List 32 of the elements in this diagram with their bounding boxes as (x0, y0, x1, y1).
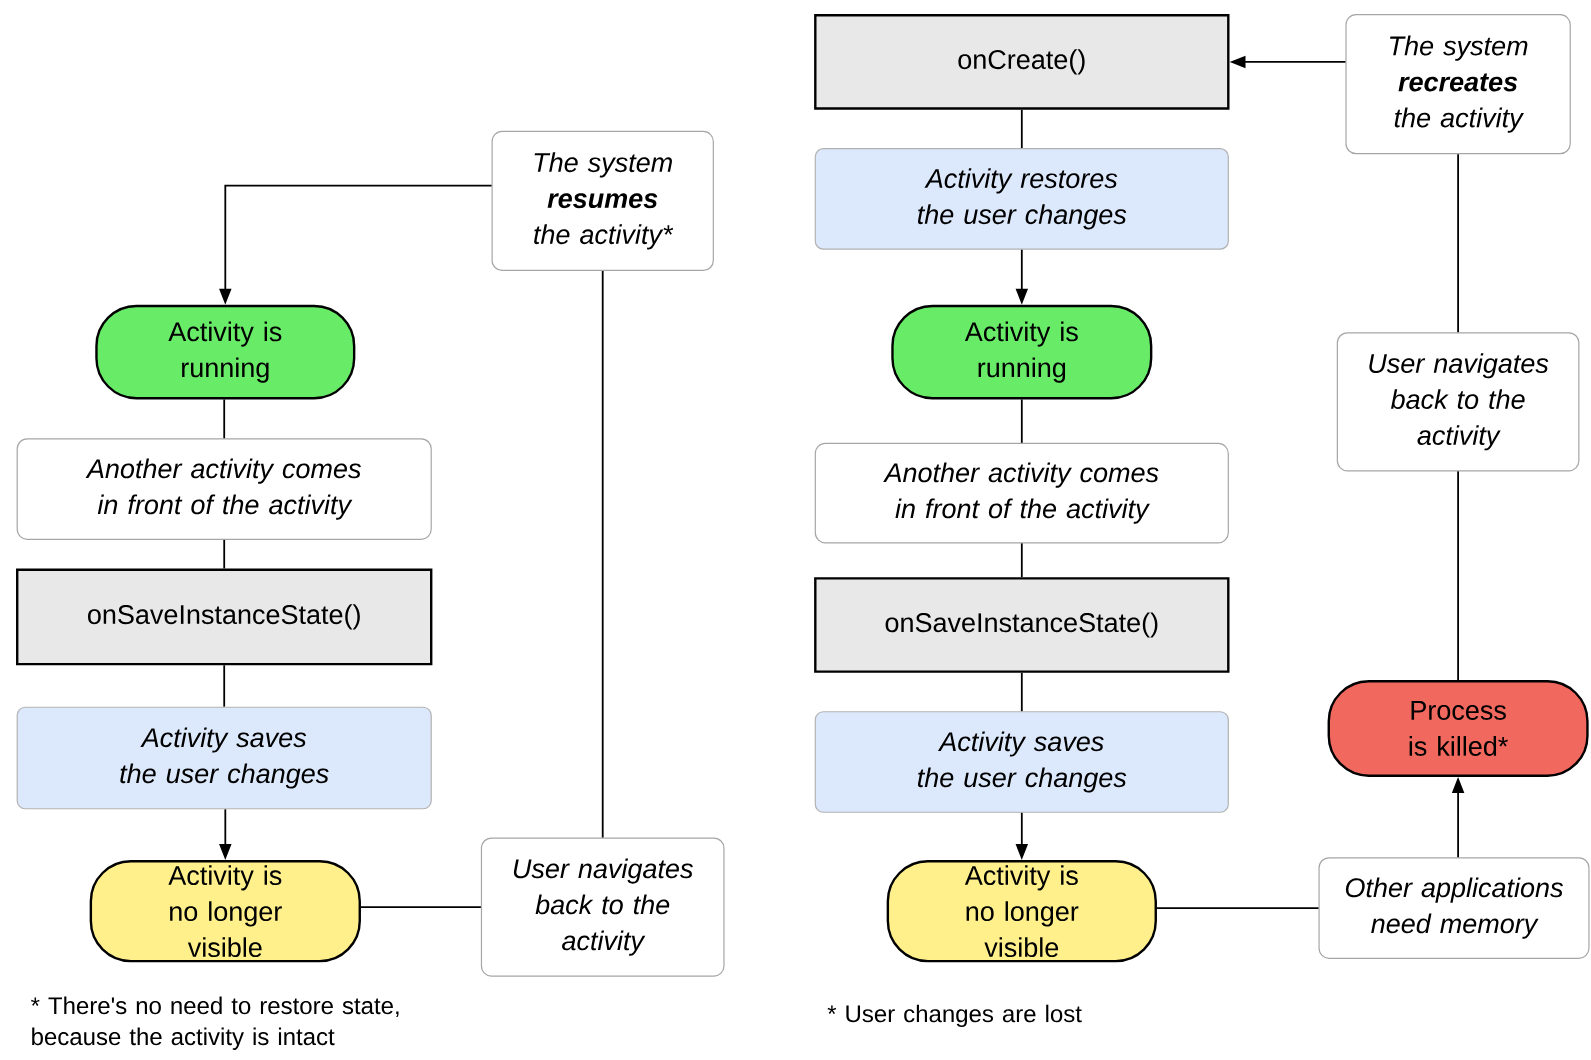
method-box: onCreate() (814, 14, 1230, 110)
connector-line (223, 539, 226, 570)
action-box: Activity restores the user changes (814, 148, 1229, 250)
state-pill: Activity is no longer visible (886, 860, 1157, 963)
state-pill: Activity is no longer visible (89, 860, 361, 963)
footnote: * There's no need to restore state, because the activity is intact (31, 996, 399, 1050)
connector-line (1457, 470, 1459, 681)
note-box: User navigates back to the activity (480, 837, 725, 977)
note-box: Another activity comes in front of the activity (814, 442, 1229, 544)
action-box: Activity saves the user changes (16, 706, 432, 810)
note-box: The system resumes the activity* (491, 130, 714, 271)
state-pill: Activity is running (95, 304, 356, 400)
connector-line (223, 398, 226, 440)
connector-line (1020, 671, 1023, 713)
state-pill: Activity is running (891, 304, 1153, 400)
connector-line (223, 664, 226, 708)
method-box: onSaveInstanceState() (814, 577, 1230, 673)
method-box: onSaveInstanceState() (16, 568, 433, 666)
connector-line (601, 270, 604, 839)
footnote: * User changes are lost (827, 1004, 1082, 1028)
note-box: Other applications need memory (1318, 857, 1590, 959)
connector-line (1020, 398, 1023, 444)
connector-line (1020, 108, 1023, 149)
note-box: Another activity comes in front of the activity (16, 438, 432, 540)
action-box: Activity saves the user changes (814, 711, 1229, 813)
note-box: User navigates back to the activity (1336, 332, 1580, 472)
connector-line (360, 906, 482, 908)
note-box: The system recreates the activity (1345, 14, 1571, 155)
state-pill: Process is killed* (1327, 680, 1589, 777)
connector-line (1457, 153, 1459, 334)
connector-line (1020, 542, 1023, 579)
connector-line (1156, 907, 1320, 909)
